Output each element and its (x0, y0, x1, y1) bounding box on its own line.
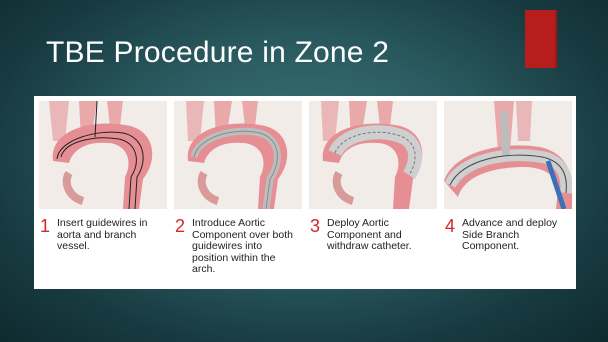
step-description: Introduce Aortic Component over both gui… (192, 218, 298, 276)
step-description: Deploy Aortic Component and withdraw cat… (327, 218, 433, 253)
step-number: 3 (310, 216, 320, 237)
procedure-panel: 1 Insert guidewires in aorta and branch … (34, 96, 576, 289)
step-description: Advance and deploy Side Branch Component… (462, 218, 568, 253)
step-1-illustration (39, 101, 167, 209)
step-3-illustration (309, 101, 437, 209)
step-description: Insert guidewires in aorta and branch ve… (57, 218, 163, 253)
step-4-illustration (444, 101, 572, 209)
step-number: 4 (445, 216, 455, 237)
red-accent-bar (525, 10, 557, 68)
step-2-illustration (174, 101, 302, 209)
step-number: 1 (40, 216, 50, 237)
slide-title: TBE Procedure in Zone 2 (46, 36, 389, 70)
step-number: 2 (175, 216, 185, 237)
